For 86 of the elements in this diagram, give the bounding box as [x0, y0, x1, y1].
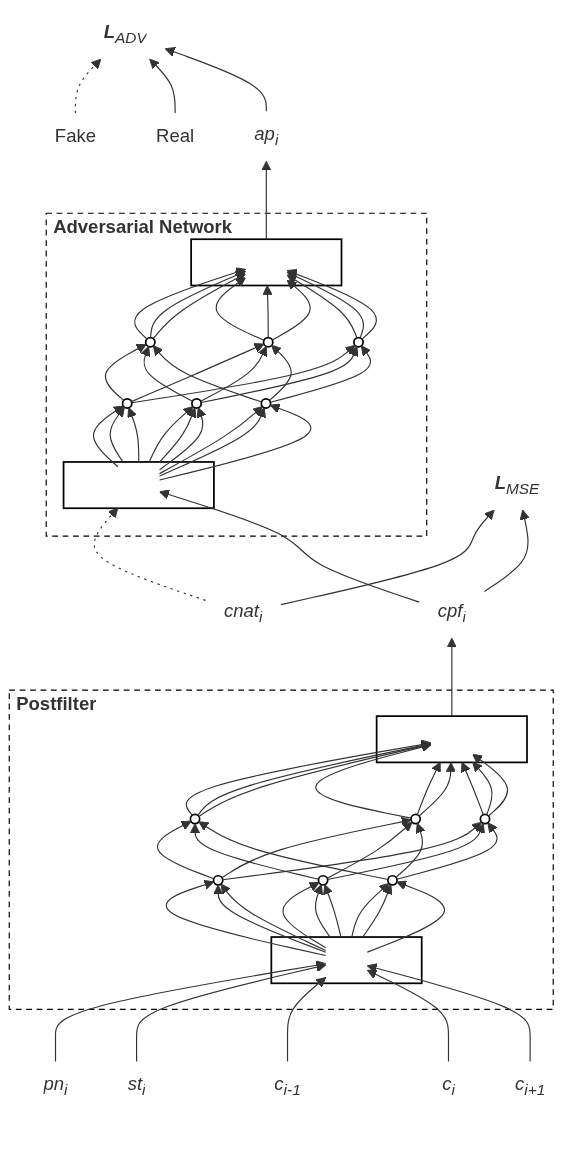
node-bar	[62, 461, 215, 510]
arrow	[313, 884, 331, 938]
arrow	[200, 345, 268, 402]
arrow	[286, 269, 377, 340]
arrow	[418, 761, 456, 817]
arrow	[159, 407, 197, 463]
arrow	[222, 821, 482, 881]
arrow	[280, 509, 495, 606]
arrow	[271, 279, 311, 341]
arrow	[472, 753, 509, 817]
arrow	[221, 816, 412, 879]
arrow	[315, 742, 432, 819]
node-text: pn$_{i}$	[43, 1074, 68, 1099]
arrow	[461, 761, 484, 816]
arrow	[416, 761, 441, 816]
arrow	[269, 345, 372, 403]
arrow	[362, 884, 393, 938]
node-circle	[410, 813, 422, 825]
arrow	[282, 882, 327, 949]
arrow	[109, 406, 125, 463]
arrow	[159, 407, 207, 471]
arrow	[323, 884, 342, 938]
arrow	[268, 344, 292, 401]
arrow	[446, 637, 457, 717]
arrow	[200, 346, 359, 404]
arrow	[198, 821, 389, 881]
node-circle	[144, 336, 156, 348]
arrow	[326, 821, 413, 879]
arrow	[262, 285, 273, 339]
arrow	[286, 977, 327, 1062]
node-circle	[189, 813, 201, 825]
node-circle	[479, 813, 491, 825]
arrow	[104, 343, 147, 401]
arrow	[351, 882, 390, 938]
arrow	[395, 822, 426, 878]
arrow	[396, 822, 498, 880]
node-circle	[260, 397, 272, 409]
arrow	[134, 267, 246, 340]
node-text: c$_{i+1}$	[514, 1074, 546, 1099]
arrow	[92, 405, 124, 468]
arrow	[54, 960, 327, 1062]
arrow	[189, 823, 320, 880]
arrow	[149, 58, 176, 114]
node-circle	[387, 874, 398, 886]
node-bar	[270, 936, 423, 985]
arrow	[165, 879, 327, 957]
arrow	[127, 407, 140, 463]
node-text: Real	[156, 125, 195, 146]
cluster: Adversarial Network	[45, 212, 428, 537]
node-circle	[262, 336, 274, 348]
arrow	[327, 822, 485, 881]
cluster: Postfilter	[8, 689, 554, 1010]
arrow	[366, 880, 446, 953]
arrow	[472, 761, 493, 816]
arrow	[366, 963, 531, 1062]
arrow	[159, 403, 312, 481]
arrow	[136, 962, 327, 1062]
node-text: cpf$_{i}$	[437, 600, 466, 626]
node-text: st$_{i}$	[127, 1074, 146, 1099]
node-bar	[190, 238, 343, 287]
arrow	[159, 489, 420, 603]
arrow	[74, 58, 102, 114]
arrow	[156, 820, 215, 880]
arrow	[93, 507, 207, 601]
node-bar	[375, 715, 528, 764]
arrow	[215, 277, 265, 341]
arrow	[261, 160, 272, 240]
node-text: c$_{i}$	[442, 1074, 455, 1099]
arrow	[164, 47, 267, 112]
arrow	[140, 346, 194, 402]
arrow	[483, 509, 530, 593]
node-circle	[191, 397, 203, 409]
node-circle	[317, 874, 329, 886]
node-text: L$_{MSE}$	[494, 472, 540, 498]
arrow	[130, 343, 265, 403]
arrow	[366, 969, 450, 1062]
node-text: c$_{i-1}$	[274, 1074, 301, 1099]
arrow	[152, 345, 263, 403]
node-text: ap$_{i}$	[254, 123, 279, 149]
node-circle	[121, 397, 133, 409]
arrow	[131, 344, 356, 404]
node-text: cnat$_{i}$	[223, 600, 263, 626]
node-text: Fake	[54, 125, 96, 146]
node-circle	[212, 874, 224, 886]
node-circle	[353, 336, 364, 348]
arrow	[148, 406, 194, 463]
